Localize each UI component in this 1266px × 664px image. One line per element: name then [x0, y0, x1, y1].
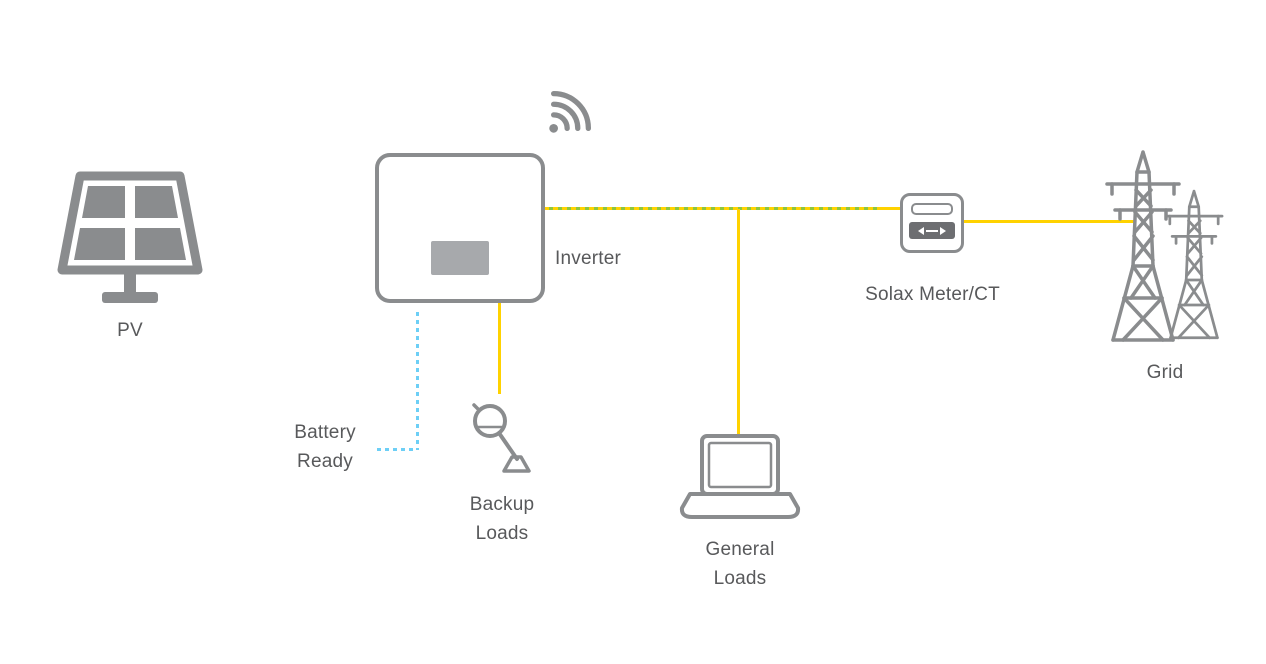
- transmission-towers-icon: [1093, 148, 1233, 353]
- backup-loads-label: Backup Loads: [448, 490, 556, 548]
- line-inverter-to-backup-loads: [498, 302, 501, 394]
- backup-loads-line2: Loads: [475, 523, 529, 544]
- line-inverter-to-battery-vertical: [416, 312, 419, 450]
- solar-panel-icon: [55, 170, 205, 315]
- battery-ready-label: Battery Ready: [278, 418, 372, 476]
- general-loads-line1: General: [705, 539, 775, 560]
- inverter-label: Inverter: [555, 248, 622, 269]
- arrow-right-icon: [940, 226, 946, 235]
- arrow-left-icon: [918, 226, 924, 235]
- meter-arrow-display: [909, 222, 955, 239]
- line-inverter-to-meter-green-overlay: [549, 207, 881, 210]
- wifi-icon: [544, 84, 598, 138]
- meter-label: Solax Meter/CT: [865, 284, 1000, 305]
- grid-label: Grid: [1146, 362, 1184, 383]
- energy-meter-icon: [900, 193, 964, 253]
- inverter-box: [375, 153, 545, 303]
- line-inverter-to-battery-horizontal: [377, 448, 417, 451]
- battery-ready-line2: Ready: [297, 451, 353, 472]
- arrow-line: [926, 229, 938, 232]
- line-meter-to-grid: [963, 220, 1136, 223]
- line-branch-to-general-loads: [737, 209, 740, 435]
- backup-loads-line1: Backup: [469, 494, 535, 515]
- work-lamp-icon: [468, 398, 538, 486]
- meter-screen: [911, 203, 953, 215]
- general-loads-line2: Loads: [713, 568, 767, 589]
- battery-ready-line1: Battery: [294, 422, 356, 443]
- general-loads-label: General Loads: [683, 535, 797, 593]
- laptop-icon: [678, 432, 802, 524]
- pv-label: PV: [117, 320, 143, 341]
- inverter-screen: [431, 241, 489, 275]
